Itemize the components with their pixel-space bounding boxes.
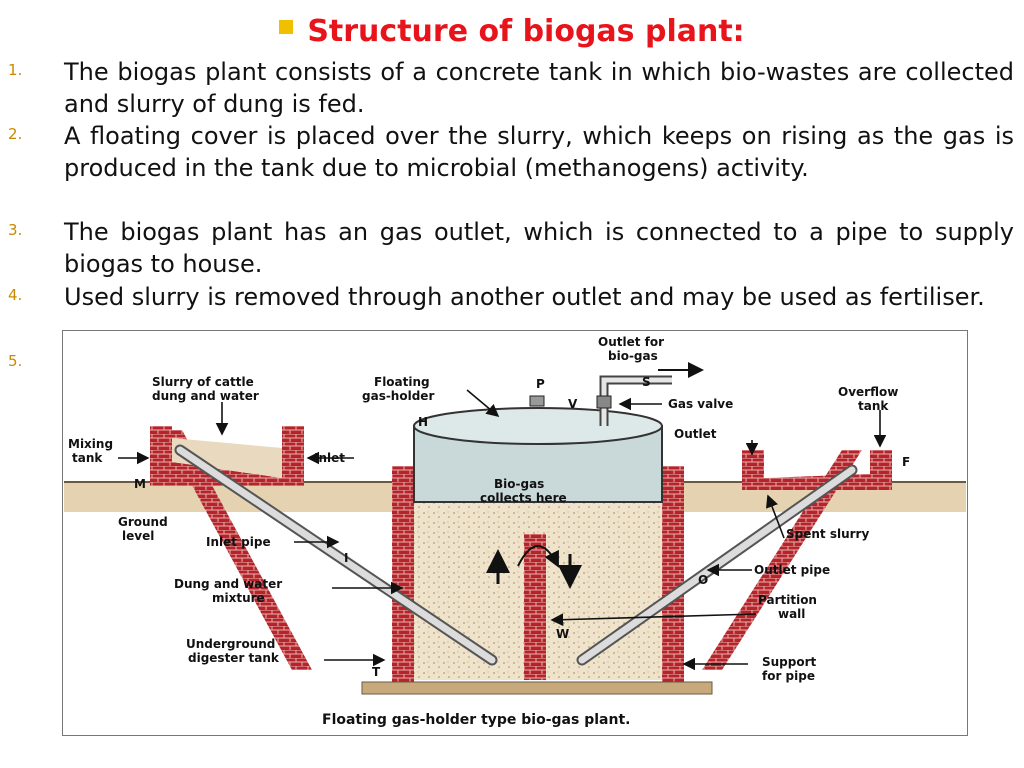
item-text: The biogas plant has an gas outlet, whic… xyxy=(64,218,1014,278)
right-digester-wall xyxy=(662,466,684,682)
label-slurry: Slurry of cattle xyxy=(152,375,254,389)
label-overflow: tank xyxy=(858,399,889,413)
item-text: The biogas plant consists of a concrete … xyxy=(64,58,1014,118)
gas-outlet-pipe-inner xyxy=(601,377,672,426)
item-number: 3. xyxy=(8,221,23,239)
partition-leader xyxy=(550,613,757,627)
item-number: 1. xyxy=(8,61,23,79)
square-bullet-icon xyxy=(279,20,294,34)
label-m: M xyxy=(134,477,146,491)
label-overflow: Overflow xyxy=(838,385,898,399)
label-gas-valve: Gas valve xyxy=(668,397,733,411)
label-spent-slurry: Spent slurry xyxy=(786,527,869,541)
label-p: P xyxy=(536,377,545,391)
partition-wall xyxy=(524,534,546,680)
label-slurry: dung and water xyxy=(152,389,259,403)
inlet-wall xyxy=(282,426,304,486)
label-dung: mixture xyxy=(212,591,265,605)
label-s: S xyxy=(642,375,651,389)
label-support: for pipe xyxy=(762,669,815,683)
label-partition: wall xyxy=(778,607,805,621)
foundation-base xyxy=(361,681,713,695)
item-number: 4. xyxy=(8,286,23,304)
item-text: A floating cover is placed over the slur… xyxy=(64,122,1014,182)
mixing-tank-wall xyxy=(150,426,172,486)
left-outer-wall xyxy=(162,430,312,670)
item-number: 2. xyxy=(8,125,23,143)
label-biogas: Bio-gas xyxy=(494,477,544,491)
pressure-cap-icon xyxy=(529,395,545,407)
label-floating: gas-holder xyxy=(362,389,434,403)
title-text: Structure of biogas plant: xyxy=(307,14,745,49)
label-i: I xyxy=(344,551,348,565)
label-mixing: Mixing xyxy=(68,437,113,451)
label-biogas: collects here xyxy=(480,491,567,505)
label-dung: Dung and water xyxy=(174,577,282,591)
mixing-slurry xyxy=(172,438,282,478)
list-item: 1. The biogas plant consists of a concre… xyxy=(8,56,1014,120)
label-mixing: tank xyxy=(72,451,103,465)
label-w: W xyxy=(556,627,569,641)
label-underground: Underground xyxy=(186,637,275,651)
overflow-tank-wall xyxy=(870,450,892,490)
label-outlet-biogas: bio-gas xyxy=(608,349,658,363)
label-h: H xyxy=(418,415,428,429)
label-ground: level xyxy=(122,529,154,543)
biogas-plant-diagram: Outlet for bio-gas Slurry of cattle dung… xyxy=(62,330,968,736)
label-outlet-pipe: Outlet pipe xyxy=(754,563,830,577)
label-ground: Ground xyxy=(118,515,168,529)
label-t: T xyxy=(372,665,381,679)
list-item: 2. A floating cover is placed over the s… xyxy=(8,120,1014,184)
label-outlet-biogas: Outlet for xyxy=(598,335,664,349)
diagram-caption: Floating gas-holder type bio-gas plant. xyxy=(322,712,630,728)
list-item: 3. The biogas plant has an gas outlet, w… xyxy=(8,216,1014,280)
outlet-wall xyxy=(742,450,764,490)
gas-rise-arrow xyxy=(517,545,559,568)
label-v: V xyxy=(568,397,578,411)
label-inlet-pipe: Inlet pipe xyxy=(206,535,271,549)
label-floating: Floating xyxy=(374,375,430,389)
slide-title: Structure of biogas plant: xyxy=(0,14,1024,49)
label-outlet: Outlet xyxy=(674,427,717,441)
label-partition: Partition xyxy=(758,593,817,607)
inlet-pipe-inner xyxy=(176,446,496,664)
label-underground: digester tank xyxy=(188,651,280,665)
gas-valve-icon xyxy=(596,395,612,409)
spent-slurry-leader xyxy=(766,494,785,539)
list-item: 4. Used slurry is removed through anothe… xyxy=(8,281,1014,313)
item-number: 5. xyxy=(8,352,23,370)
label-support: Support xyxy=(762,655,817,669)
floating-leader xyxy=(466,389,500,418)
left-digester-wall xyxy=(392,466,414,682)
label-f: F xyxy=(902,455,910,469)
label-o: O xyxy=(698,573,708,587)
gas-holder-top xyxy=(413,407,663,445)
item-text: Used slurry is removed through another o… xyxy=(64,283,985,311)
label-inlet: Inlet xyxy=(314,451,345,465)
